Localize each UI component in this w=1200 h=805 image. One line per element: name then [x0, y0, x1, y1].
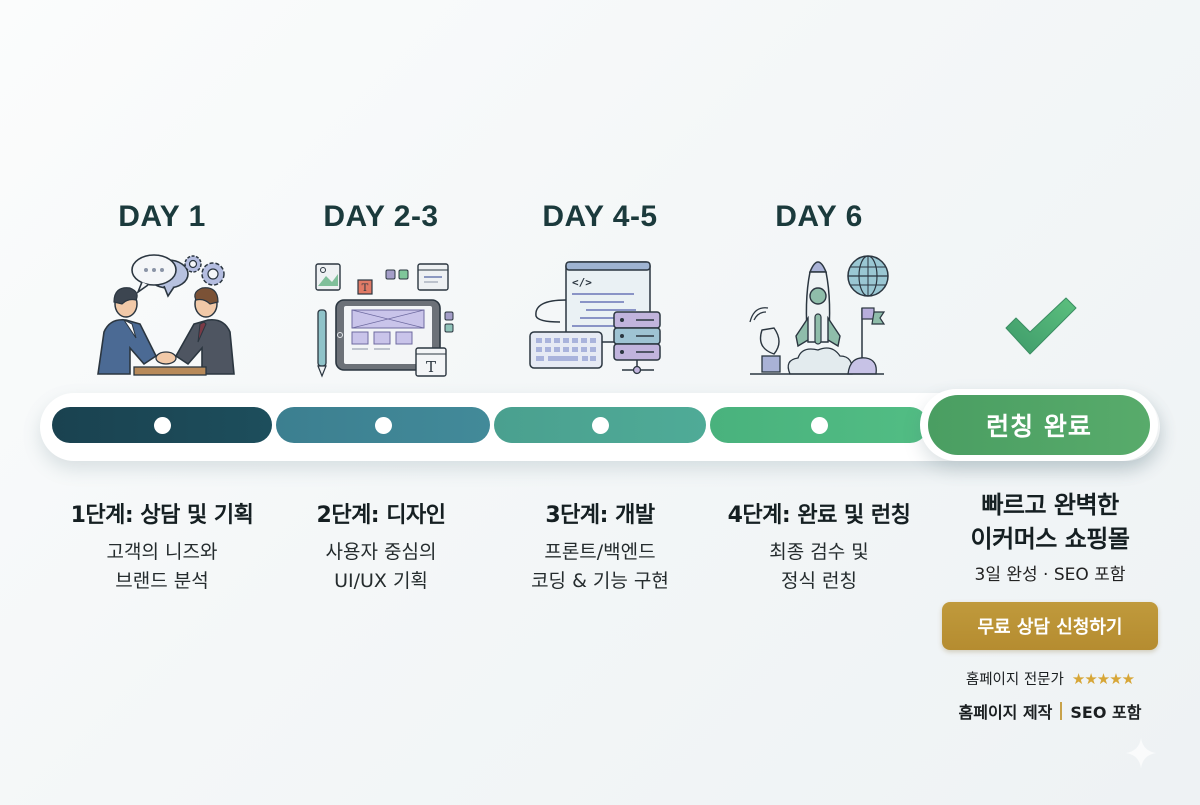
- day-label-4: DAY 6: [775, 200, 863, 233]
- step-3-description: 프론트/백엔드 코딩 & 기능 구현: [531, 541, 669, 592]
- rating-label: 홈페이지 전문가: [965, 672, 1064, 688]
- five-star-icon: ★★★★★: [1071, 669, 1135, 688]
- tag-seo-included: SEO 포함: [1070, 703, 1142, 722]
- step-1: 1단계: 상담 및 기획 고객의 니즈와 브랜드 분석: [47, 500, 277, 596]
- tag-divider: [1060, 702, 1063, 720]
- step-2-description: 사용자 중심의 UI/UX 기획: [325, 541, 437, 592]
- tablet-wireframe-design-icon: T T: [306, 252, 466, 380]
- step-4-title: 4단계: 완료 및 런칭: [727, 503, 911, 528]
- step-4-description: 최종 검수 및 정식 런칭: [769, 541, 869, 592]
- checkmark-icon: [1002, 296, 1082, 360]
- expert-rating: 홈페이지 전문가 ★★★★★: [922, 668, 1178, 689]
- promo-title: 빠르고 완벽한 이커머스 쇼핑몰: [970, 491, 1130, 553]
- timeline-segment-3: [494, 407, 706, 443]
- timeline-segment-2: [276, 407, 490, 443]
- day-label-3: DAY 4-5: [542, 200, 658, 233]
- step-1-title: 1단계: 상담 및 기획: [70, 503, 254, 528]
- step-2-title: 2단계: 디자인: [316, 503, 446, 528]
- timeline-node-4: [810, 416, 828, 434]
- promo-subtitle: 3일 완성 · SEO 포함: [974, 565, 1126, 585]
- tag-homepage-production: 홈페이지 제작: [958, 703, 1053, 722]
- timeline-segment-4: [710, 407, 928, 443]
- timeline-node-3: [591, 416, 609, 434]
- day-label-2: DAY 2-3: [323, 200, 439, 233]
- step-1-description: 고객의 니즈와 브랜드 분석: [106, 541, 218, 592]
- promo-panel: 빠르고 완벽한 이커머스 쇼핑몰 3일 완성 · SEO 포함 무료 상담 신청…: [922, 488, 1178, 723]
- timeline-node-2: [374, 416, 392, 434]
- launch-complete-badge: 런칭 완료: [928, 395, 1150, 455]
- svg-text:T: T: [362, 283, 369, 294]
- step-4: 4단계: 완료 및 런칭 최종 검수 및 정식 런칭: [704, 500, 934, 596]
- free-consultation-button[interactable]: 무료 상담 신청하기: [942, 602, 1158, 650]
- step-3-title: 3단계: 개발: [545, 503, 655, 528]
- timeline-node-1: [153, 416, 171, 434]
- code-keyboard-server-icon: </>: [524, 252, 684, 380]
- svg-text:</>: </>: [572, 276, 592, 289]
- sparkle-icon: [1124, 736, 1158, 770]
- service-tags: 홈페이지 제작 SEO 포함: [922, 699, 1178, 723]
- timeline-segment-1: [52, 407, 272, 443]
- step-2: 2단계: 디자인 사용자 중심의 UI/UX 기획: [266, 500, 496, 596]
- day-label-1: DAY 1: [118, 200, 206, 233]
- rocket-launch-globe-icon: [744, 252, 904, 380]
- step-3: 3단계: 개발 프론트/백엔드 코딩 & 기능 구현: [485, 500, 715, 596]
- svg-text:T: T: [426, 358, 436, 376]
- handshake-meeting-icon: [86, 252, 246, 380]
